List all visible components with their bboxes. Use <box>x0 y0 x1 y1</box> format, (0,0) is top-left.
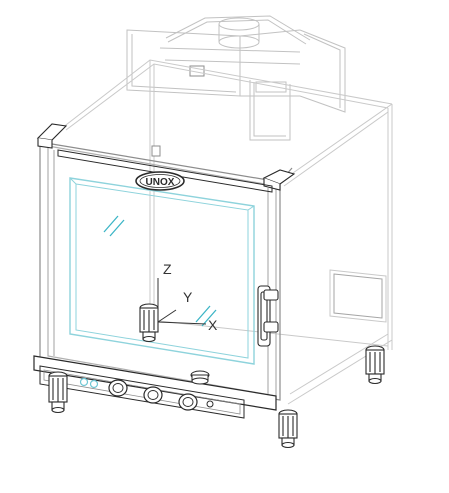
knob-humidity <box>178 393 198 411</box>
axis-gizmo <box>157 278 207 325</box>
foot-back-left <box>139 303 159 343</box>
power-indicator-light <box>206 400 214 408</box>
knob-temperature <box>143 386 163 404</box>
glass-window <box>69 177 255 365</box>
top-vent-cap <box>151 145 161 157</box>
y-axis-label: Y <box>183 289 193 305</box>
foot-front-right <box>278 409 298 449</box>
x-axis-label: X <box>208 317 218 333</box>
door-top-rail <box>57 149 273 193</box>
door-handle <box>257 285 279 347</box>
glass-reflection-marks <box>103 215 217 327</box>
y-axis-line <box>157 309 177 323</box>
foot-front-left <box>48 371 68 414</box>
foot-back-right <box>365 345 385 385</box>
center-vent-knob <box>190 370 210 385</box>
knob-timer <box>108 379 128 397</box>
brand-logo-text: UNOX <box>146 177 175 188</box>
x-axis-line <box>157 321 207 325</box>
brand-logo: UNOX <box>135 171 185 191</box>
indicator-lights <box>79 377 99 389</box>
corner-brackets <box>36 123 296 191</box>
exhaust-hood <box>126 15 346 141</box>
z-axis-label: Z <box>163 261 172 277</box>
control-panel <box>33 355 277 419</box>
